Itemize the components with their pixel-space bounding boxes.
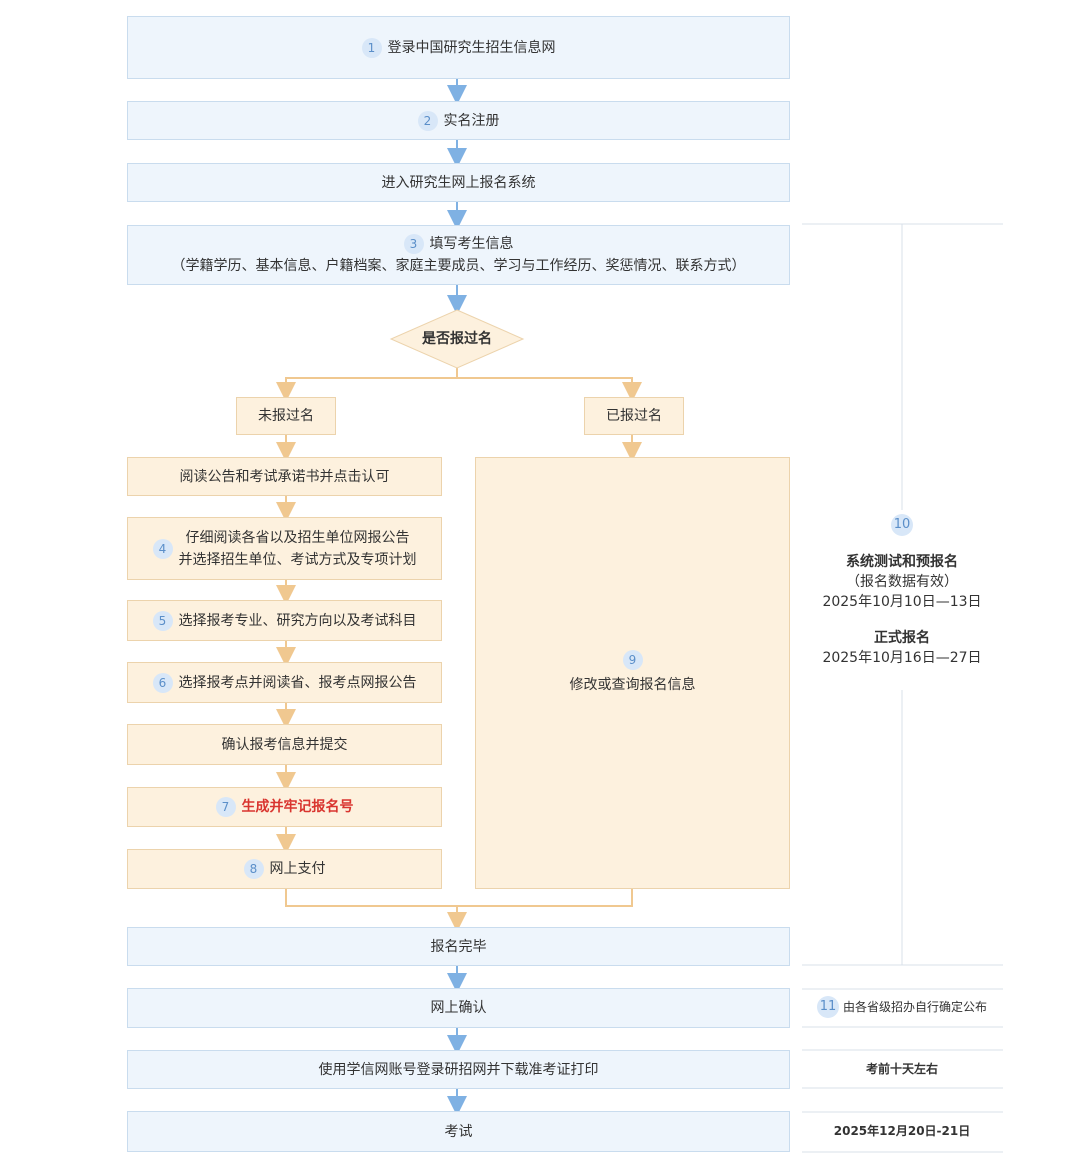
step-exam-label: 考试 bbox=[444, 1123, 473, 1140]
step-modify-query-box: 9 修改或查询报名信息 bbox=[475, 457, 790, 889]
step-read-notice-box: 阅读公告和考试承诺书并点击认可 bbox=[127, 457, 442, 496]
step-login-box: 1 登录中国研究生招生信息网 bbox=[127, 16, 790, 79]
step-payment-box: 8 网上支付 bbox=[127, 849, 442, 889]
step-select-unit-box: 4 仔细阅读各省以及招生单位网报公告 并选择招生单位、考试方式及专项计划 bbox=[127, 517, 442, 580]
step-number-9: 9 bbox=[622, 650, 643, 670]
pre-registration-note: （报名数据有效） bbox=[846, 574, 958, 590]
step-select-site-box: 6 选择报考点并阅读省、报考点网报公告 bbox=[127, 662, 442, 703]
step-register-box: 2 实名注册 bbox=[127, 101, 790, 140]
step-online-confirm-label: 网上确认 bbox=[430, 1000, 487, 1016]
formal-registration-date: 2025年10月16日—27日 bbox=[822, 650, 982, 666]
step-register-label: 实名注册 bbox=[443, 112, 500, 129]
step-confirm-submit-label: 确认报考信息并提交 bbox=[221, 736, 348, 753]
pre-registration-title: 系统测试和预报名 bbox=[846, 554, 958, 570]
step-print-ticket-label: 使用学信网账号登录研招网并下载准考证打印 bbox=[318, 1061, 599, 1078]
step-done-box: 报名完毕 bbox=[127, 927, 790, 966]
step-confirm-submit-box: 确认报考信息并提交 bbox=[127, 724, 442, 765]
step-number-7: 7 bbox=[215, 797, 236, 817]
step-select-major-box: 5 选择报考专业、研究方向以及考试科目 bbox=[127, 600, 442, 641]
step-enter-system-label: 进入研究生网上报名系统 bbox=[381, 174, 536, 191]
step-select-unit-line2: 并选择招生单位、考试方式及专项计划 bbox=[178, 551, 417, 568]
step-fill-info-box: 3 填写考生信息 （学籍学历、基本信息、户籍档案、家庭主要成员、学习与工作经历、… bbox=[127, 225, 790, 285]
pre-registration-date: 2025年10月10日—13日 bbox=[822, 594, 982, 610]
step-generate-number-box: 7 生成并牢记报名号 bbox=[127, 787, 442, 827]
step-print-ticket-box: 使用学信网账号登录研招网并下载准考证打印 bbox=[127, 1050, 790, 1089]
exam-date-info: 2025年12月20日-21日 bbox=[833, 1124, 971, 1138]
step-exam-box: 考试 bbox=[127, 1111, 790, 1152]
online-confirm-time-info: 11 由各省级招办自行确定公布 bbox=[802, 996, 1002, 1018]
step-select-major-label: 选择报考专业、研究方向以及考试科目 bbox=[178, 612, 417, 629]
formal-registration-title: 正式报名 bbox=[874, 630, 930, 646]
step-number-1: 1 bbox=[361, 37, 382, 58]
step-generate-number-label: 生成并牢记报名号 bbox=[241, 799, 354, 815]
step-number-8: 8 bbox=[243, 859, 264, 879]
step-number-3: 3 bbox=[403, 234, 424, 254]
step-online-confirm-box: 网上确认 bbox=[127, 988, 790, 1028]
step-number-2: 2 bbox=[417, 110, 438, 131]
step-modify-query-label: 修改或查询报名信息 bbox=[569, 677, 696, 693]
step-select-unit-line1: 仔细阅读各省以及招生单位网报公告 bbox=[185, 529, 410, 546]
step-number-10: 10 bbox=[891, 514, 913, 536]
branch-registered: 已报过名 bbox=[584, 397, 684, 435]
print-time-info: 考前十天左右 bbox=[865, 1062, 938, 1076]
step-enter-system-box: 进入研究生网上报名系统 bbox=[127, 163, 790, 202]
step-payment-label: 网上支付 bbox=[269, 861, 326, 877]
branch-not-registered: 未报过名 bbox=[236, 397, 336, 435]
decision-label: 是否报过名 bbox=[422, 331, 492, 347]
step-number-4: 4 bbox=[152, 538, 173, 559]
step-number-5: 5 bbox=[152, 610, 173, 631]
decision-diamond bbox=[389, 309, 525, 369]
step-number-11: 11 bbox=[816, 996, 839, 1018]
step-number-6: 6 bbox=[152, 672, 173, 693]
step-fill-info-label: 填写考生信息 bbox=[429, 236, 514, 252]
step-fill-info-detail: （学籍学历、基本信息、户籍档案、家庭主要成员、学习与工作经历、奖惩情况、联系方式… bbox=[171, 258, 746, 274]
step-read-notice-label: 阅读公告和考试承诺书并点击认可 bbox=[179, 468, 390, 485]
step-done-label: 报名完毕 bbox=[430, 938, 487, 955]
registration-period-info: 10 系统测试和预报名 （报名数据有效） 2025年10月10日—13日 正式报… bbox=[802, 514, 1002, 668]
step-login-label: 登录中国研究生招生信息网 bbox=[387, 39, 556, 56]
online-confirm-time-label: 由各省级招办自行确定公布 bbox=[842, 1000, 987, 1014]
step-select-site-label: 选择报考点并阅读省、报考点网报公告 bbox=[178, 674, 417, 691]
